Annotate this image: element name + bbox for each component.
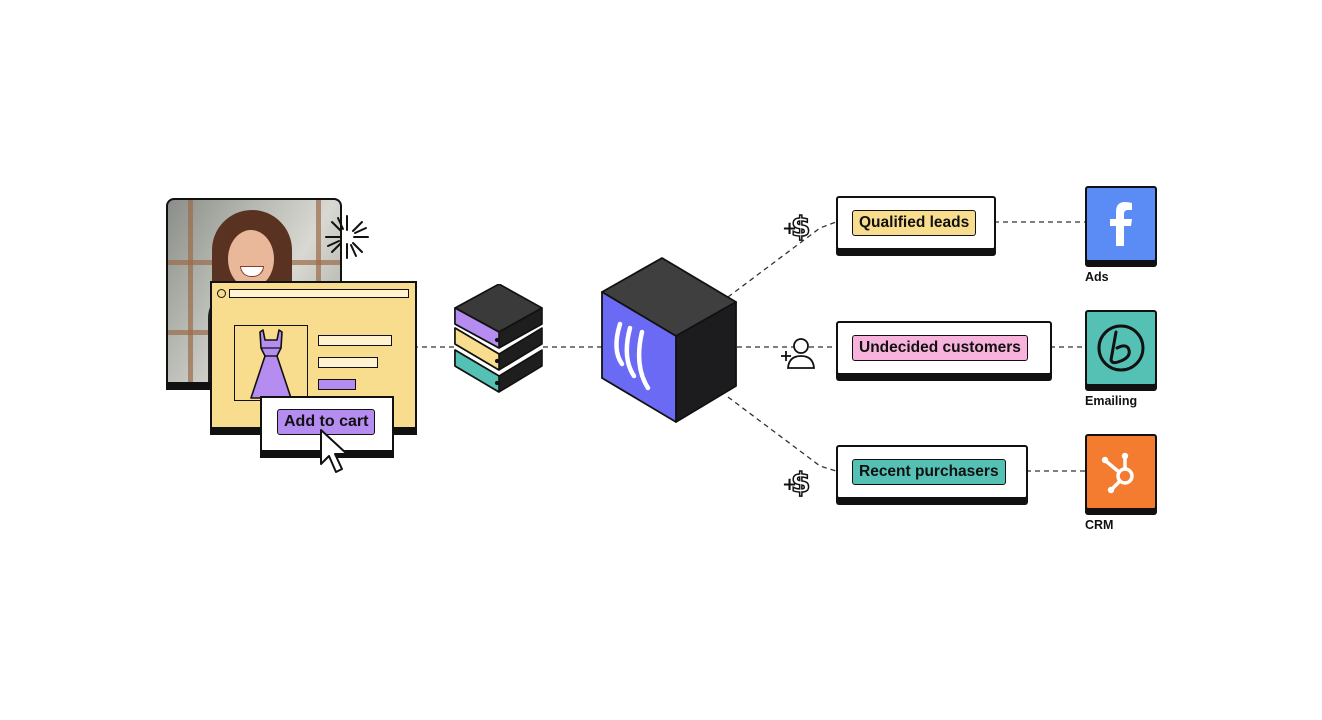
database-stack-icon (454, 284, 543, 393)
segment-card-undecided-customers[interactable]: Undecided customers (836, 321, 1052, 375)
segment-card-qualified-leads[interactable]: Qualified leads (836, 196, 996, 250)
connector-hub-qualified (727, 221, 837, 298)
product-text-line (318, 335, 392, 346)
facebook-icon (1110, 202, 1132, 246)
destination-tile-emailing[interactable] (1085, 310, 1157, 386)
dollar-plus-icon: + $ (782, 465, 811, 500)
browser-dot (217, 289, 226, 298)
cursor-icon (320, 429, 348, 473)
add-person-icon (781, 338, 815, 369)
destination-tile-ads[interactable] (1085, 186, 1157, 262)
braze-icon (1097, 324, 1145, 372)
amplitude-logo-icon (614, 321, 651, 391)
destination-label-emailing: Emailing (1085, 394, 1138, 408)
segment-label-qualified-leads: Qualified leads (852, 210, 977, 236)
product-image (234, 325, 308, 401)
product-text-line (318, 357, 378, 368)
add-to-cart-button[interactable]: Add to cart (277, 409, 376, 435)
hub-cube-icon (601, 257, 737, 423)
segment-card-recent-purchasers[interactable]: Recent purchasers (836, 445, 1028, 499)
address-bar (229, 289, 409, 298)
svg-text:$: $ (791, 466, 810, 499)
product-price-line (318, 379, 356, 390)
svg-text:+: + (782, 218, 797, 239)
segment-label-recent-purchasers: Recent purchasers (852, 459, 1006, 485)
destination-label-crm: CRM (1085, 518, 1114, 532)
dress-icon (250, 329, 292, 399)
segment-label-undecided-customers: Undecided customers (852, 335, 1028, 361)
hubspot-icon (1101, 452, 1134, 494)
destination-label-ads: Ads (1085, 270, 1109, 284)
sparkle-icon (325, 215, 369, 259)
svg-text:$: $ (791, 210, 810, 243)
connector-hub-recent (727, 396, 837, 472)
destination-tile-crm[interactable] (1085, 434, 1157, 510)
svg-text:+: + (782, 474, 797, 495)
dollar-plus-icon: + $ (782, 209, 811, 244)
